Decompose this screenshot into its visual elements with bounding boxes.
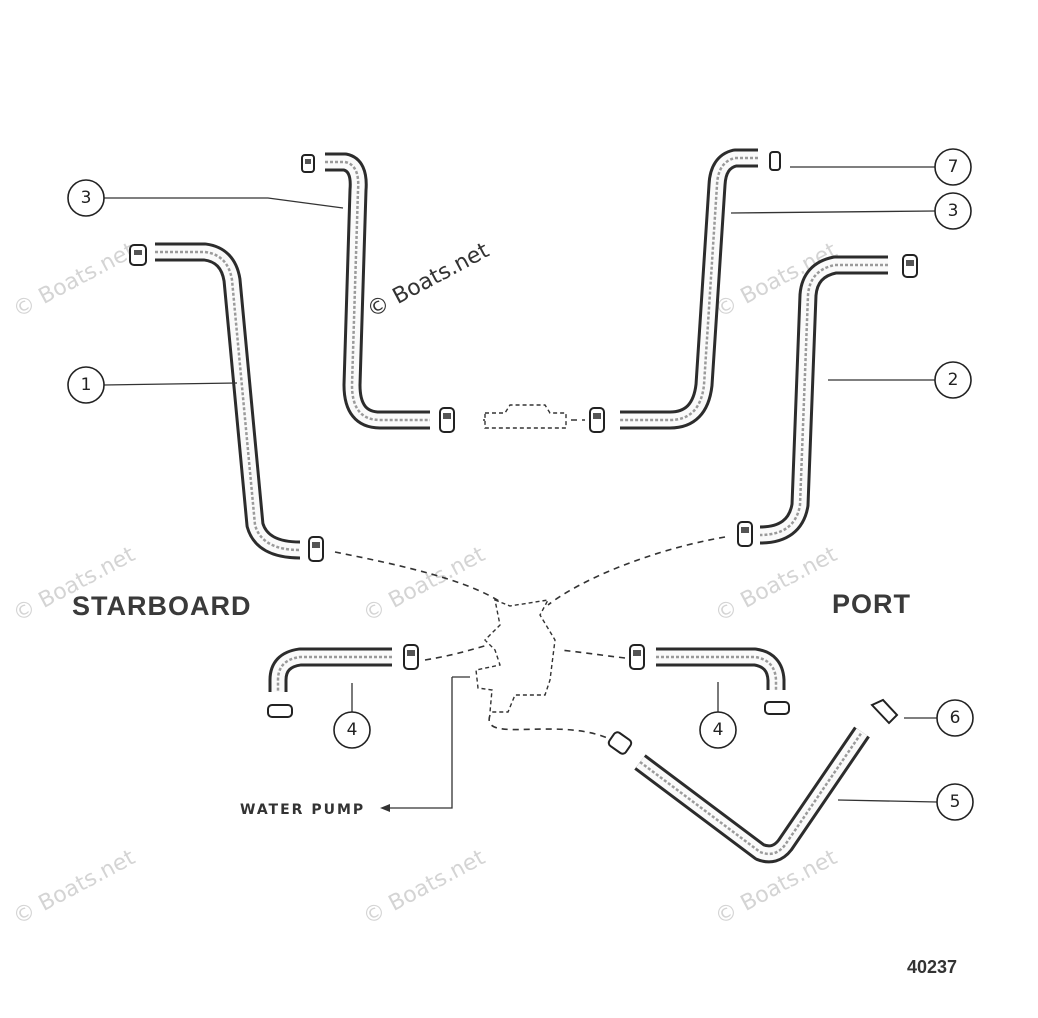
flow-line-starboard-upper — [334, 551, 506, 606]
clamp — [439, 407, 455, 433]
top-connector-fitting — [484, 404, 567, 429]
flow-line-port-upper — [547, 536, 726, 606]
clamp — [629, 644, 645, 670]
leader-lines — [103, 166, 938, 812]
clamp — [589, 407, 605, 433]
callout-number: 4 — [347, 720, 358, 740]
hose-5-outlet — [634, 726, 870, 864]
flow-line-pump-outlet — [488, 714, 613, 741]
flow-line-starboard-lower — [424, 644, 489, 661]
clamp — [607, 731, 633, 755]
watermark-tile: © Boats.net — [9, 238, 140, 323]
clamp — [129, 244, 147, 266]
callout-number: 6 — [950, 708, 961, 728]
hose-4-left — [268, 647, 392, 692]
water-pump-body — [475, 598, 556, 713]
callout-4-right: 4 — [699, 711, 737, 749]
fitting-6 — [870, 698, 899, 725]
starboard-label: STARBOARD — [72, 591, 252, 621]
clamp — [267, 704, 293, 718]
clamp — [769, 151, 781, 171]
callout-number: 4 — [713, 720, 724, 740]
callout-6: 6 — [936, 699, 974, 737]
callout-7: 7 — [934, 148, 972, 186]
clamp — [301, 154, 315, 173]
watermark-tile: © Boats.net — [9, 845, 140, 930]
callout-number: 3 — [81, 188, 92, 208]
hose-3-left — [325, 152, 430, 430]
clamp — [308, 536, 324, 562]
water-pump-label: WATER PUMP — [240, 802, 365, 818]
water-pump-arrowhead — [380, 804, 390, 812]
watermark-tile: © Boats.net — [359, 845, 490, 930]
callout-3-left: 3 — [67, 179, 105, 217]
hose-2-port — [759, 255, 888, 545]
port-label: PORT — [832, 589, 911, 619]
watermark-main: © Boats.net — [363, 238, 494, 323]
callout-5: 5 — [936, 783, 974, 821]
clamp — [764, 701, 790, 715]
callout-number: 2 — [948, 370, 959, 390]
hose-clamps — [129, 151, 918, 755]
clamp — [902, 254, 918, 278]
figure-number: 40237 — [907, 957, 957, 977]
callout-3-right: 3 — [934, 192, 972, 230]
watermark-tile: © Boats.net — [711, 542, 842, 627]
hose-4-right — [656, 647, 786, 690]
hose-1-starboard — [155, 242, 301, 560]
watermark-tile: © Boats.net — [359, 542, 490, 627]
callout-number: 3 — [948, 201, 959, 221]
callout-4-left: 4 — [333, 711, 371, 749]
callout-2: 2 — [934, 361, 972, 399]
hose-3-right — [620, 148, 758, 430]
clamp — [403, 644, 419, 670]
callout-number: 1 — [81, 375, 92, 395]
clamp — [737, 521, 753, 547]
flow-line-port-lower — [559, 649, 626, 659]
callout-number: 5 — [950, 792, 961, 812]
callout-1: 1 — [67, 366, 105, 404]
callout-number: 7 — [948, 157, 959, 177]
